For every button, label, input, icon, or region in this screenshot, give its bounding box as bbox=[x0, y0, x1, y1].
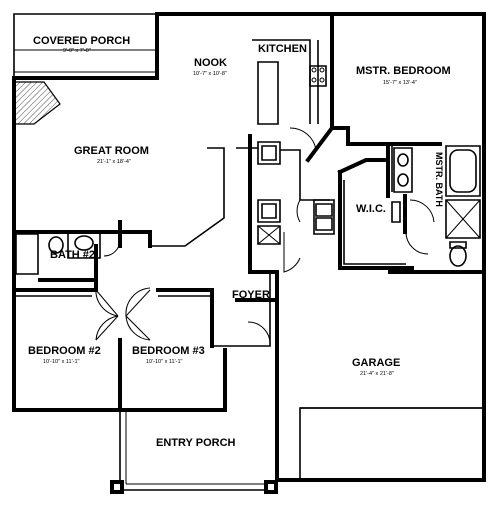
garage-label: GARAGE bbox=[352, 357, 400, 369]
great-room-size: 21'-1" x 18'-4" bbox=[97, 159, 131, 165]
bedroom2-size: 10'-10" x 11'-1" bbox=[43, 359, 80, 365]
master-bath-label: MSTR. BATH bbox=[434, 152, 444, 207]
bath2-label: BATH #2 bbox=[50, 249, 95, 261]
interior-walls bbox=[14, 14, 484, 494]
master-bedroom-label: MSTR. BEDROOM bbox=[356, 65, 451, 77]
nook-label: NOOK bbox=[194, 57, 227, 69]
bedroom3-size: 10'-10" x 11'-1" bbox=[146, 359, 183, 365]
door-swings bbox=[96, 128, 434, 346]
nook-size: 10'-7" x 10'-8" bbox=[193, 71, 227, 77]
bedroom3-label: BEDROOM #3 bbox=[132, 345, 205, 357]
fireplace bbox=[13, 81, 61, 125]
bedroom2-label: BEDROOM #2 bbox=[28, 345, 101, 357]
entry-porch-label: ENTRY PORCH bbox=[156, 437, 236, 449]
wic-label: W.I.C. bbox=[356, 203, 386, 215]
appliances bbox=[258, 66, 409, 244]
master-bedroom-size: 15'-7" x 13'-4" bbox=[383, 80, 417, 86]
kitchen-label: KITCHEN bbox=[258, 43, 307, 55]
room-labels: COVERED PORCH 9'-0" x 7'-0" NOOK 10'-7" … bbox=[28, 35, 451, 449]
foyer-label: FOYER bbox=[232, 289, 270, 301]
garage-size: 21'-4" x 21'-8" bbox=[360, 371, 394, 377]
great-room-label: GREAT ROOM bbox=[74, 145, 149, 157]
covered-porch-size: 9'-0" x 7'-0" bbox=[63, 48, 91, 54]
covered-porch-label: COVERED PORCH bbox=[33, 35, 130, 47]
